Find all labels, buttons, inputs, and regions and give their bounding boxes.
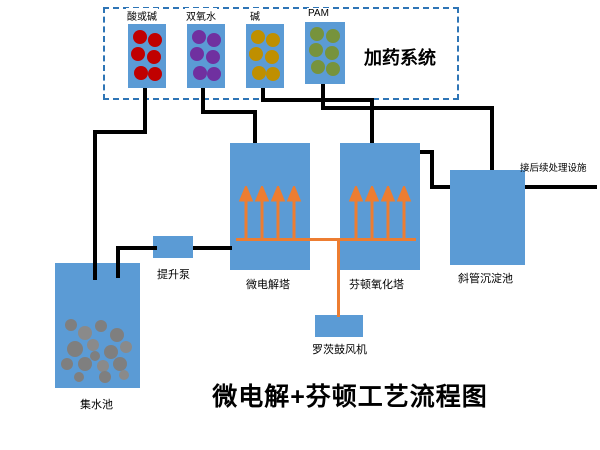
pipe-collection-outlet-vertical <box>116 248 120 278</box>
pipe-alkali-drop <box>261 88 265 102</box>
chemical-tank-acid-alkali <box>128 24 166 88</box>
pipe-h2o2-to-micro-tower <box>253 110 257 146</box>
chemical-label-acid-alkali: 酸或碱 <box>126 8 158 23</box>
pipe-collection-to-pump <box>116 246 157 250</box>
aeration-arrows-micro-tower <box>238 186 302 238</box>
lift-pump <box>153 236 193 258</box>
pipe-alkali-horizontal <box>261 98 374 102</box>
fenton-oxidation-tower <box>340 143 420 270</box>
roots-blower <box>315 315 363 337</box>
micro-electrolysis-tower <box>230 143 310 270</box>
air-header-line <box>236 238 416 241</box>
sludge-particles <box>61 319 132 383</box>
pipe-pam-horizontal <box>321 106 494 110</box>
chemical-tank-alkali <box>246 24 284 88</box>
pipe-pam-drop <box>321 84 325 110</box>
air-blower-riser <box>337 238 340 317</box>
pipe-pam-to-settler <box>490 106 494 176</box>
pipe-alkali-to-fenton-tower <box>370 98 374 146</box>
chemical-tank-h2o2 <box>187 24 225 88</box>
fenton-oxidation-tower-label: 芬顿氧化塔 <box>349 279 404 291</box>
chemical-tank-pam <box>305 22 345 84</box>
pipe-fenton-outlet-horizontal <box>414 150 434 154</box>
chemical-dots-green <box>309 27 340 76</box>
collection-tank-label: 集水池 <box>80 399 113 411</box>
lift-pump-label: 提升泵 <box>157 269 190 281</box>
pipe-h2o2-horizontal <box>201 110 257 114</box>
pipe-acid-horizontal <box>93 130 147 134</box>
chemical-label-alkali: 碱 <box>249 8 261 23</box>
chemical-label-pam: PAM <box>307 8 330 19</box>
pipe-h2o2-drop <box>201 88 205 114</box>
pipe-acid-drop <box>143 88 147 134</box>
roots-blower-label: 罗茨鼓风机 <box>312 344 367 356</box>
inclined-tube-settler <box>450 170 525 265</box>
chemical-dots-purple <box>190 30 221 81</box>
chemical-dots-red <box>131 30 162 81</box>
pipe-fenton-outlet-vertical <box>430 150 434 189</box>
collection-tank <box>55 263 140 388</box>
chemical-label-h2o2: 双氧水 <box>185 8 217 23</box>
diagram-title: 微电解+芬顿工艺流程图 <box>212 383 488 411</box>
aeration-arrows-fenton-tower <box>348 186 412 238</box>
pipe-acid-to-collection-tank <box>93 130 97 280</box>
dosing-system-title: 加药系统 <box>364 48 436 68</box>
chemical-dots-gold <box>249 30 280 81</box>
outlet-note: 接后续处理设施 <box>520 163 587 174</box>
inclined-tube-settler-label: 斜管沉淀池 <box>458 273 513 285</box>
micro-electrolysis-tower-label: 微电解塔 <box>246 279 290 291</box>
pipe-pump-to-micro-tower <box>193 246 232 250</box>
